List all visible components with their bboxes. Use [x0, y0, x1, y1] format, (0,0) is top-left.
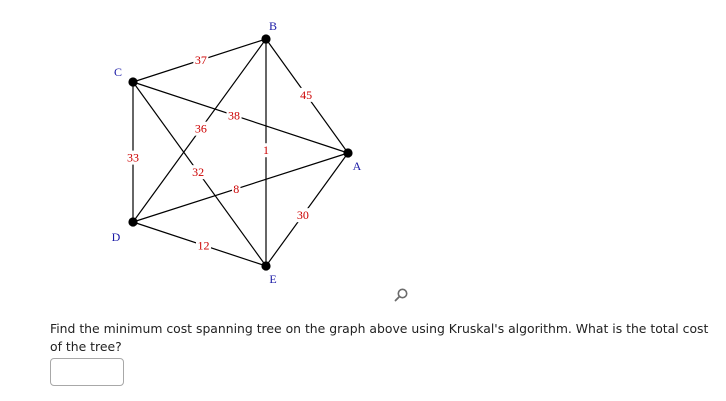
- edge-weight-label: 30: [297, 208, 309, 222]
- edge-weight-bg: [226, 108, 242, 123]
- node-b: [261, 34, 271, 44]
- edge-weight-label: 12: [197, 238, 209, 252]
- edge-weight-bg: [190, 165, 206, 180]
- edge-weight-bg: [295, 208, 311, 223]
- node-a: [343, 148, 353, 158]
- node-c: [128, 77, 138, 87]
- edge-weight-bg: [193, 53, 209, 68]
- node-label-d: D: [112, 230, 121, 244]
- edge-weight-label: 38: [228, 108, 240, 122]
- node-label-e: E: [269, 272, 276, 286]
- node-e: [261, 261, 271, 271]
- node-label-b: B: [269, 19, 277, 33]
- edge-weight-label: 36: [195, 122, 207, 136]
- edge-weight-label: 33: [127, 151, 139, 165]
- edge-weight-bg: [195, 238, 211, 253]
- edge-weight-label: 32: [192, 165, 204, 179]
- edge-weight-bg: [231, 181, 241, 196]
- edge-weight-bg: [298, 87, 314, 102]
- node-d: [128, 217, 138, 227]
- node-label-a: A: [353, 159, 362, 173]
- edge-weight-label: 45: [300, 88, 312, 102]
- question-text: Find the minimum cost spanning tree on t…: [50, 321, 709, 354]
- edge-weight-bg: [193, 121, 209, 136]
- edge-weight-label: 8: [233, 182, 239, 196]
- magnifier-icon[interactable]: [393, 287, 409, 303]
- answer-input[interactable]: [50, 358, 124, 386]
- edges-layer: [132, 38, 349, 267]
- edge-weight-bg: [125, 150, 141, 165]
- nodes-layer: A B C D E: [112, 19, 362, 286]
- edge-weight-label: 37: [195, 53, 207, 67]
- edge-weight-label: 1: [263, 143, 269, 157]
- edge-d-a: [132, 152, 349, 223]
- edge-weight-bg: [261, 143, 271, 158]
- node-label-c: C: [114, 65, 122, 79]
- weights-layer: 37 45 38 36 33 32 1 8 30 12: [125, 53, 314, 253]
- graph-diagram: 37 45 38 36 33 32 1 8 30 12 A B C D E: [112, 19, 362, 286]
